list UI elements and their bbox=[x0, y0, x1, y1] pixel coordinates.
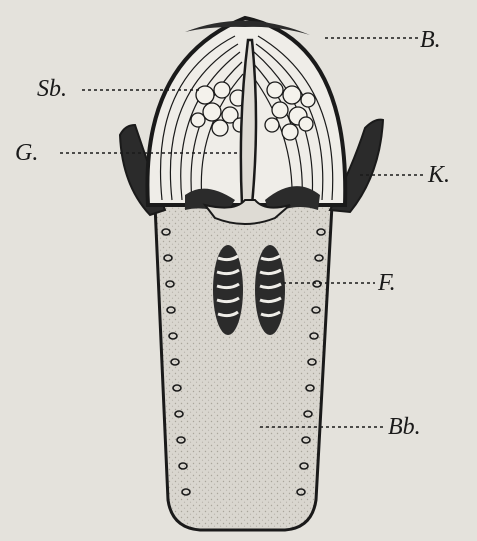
label-B: B. bbox=[420, 28, 441, 52]
label-K: K. bbox=[428, 163, 450, 187]
label-Bb: Bb. bbox=[388, 415, 421, 439]
label-Sb: Sb. bbox=[37, 77, 67, 101]
receptacle-body bbox=[155, 205, 332, 530]
label-G: G. bbox=[15, 141, 38, 165]
label-F: F. bbox=[378, 271, 396, 295]
